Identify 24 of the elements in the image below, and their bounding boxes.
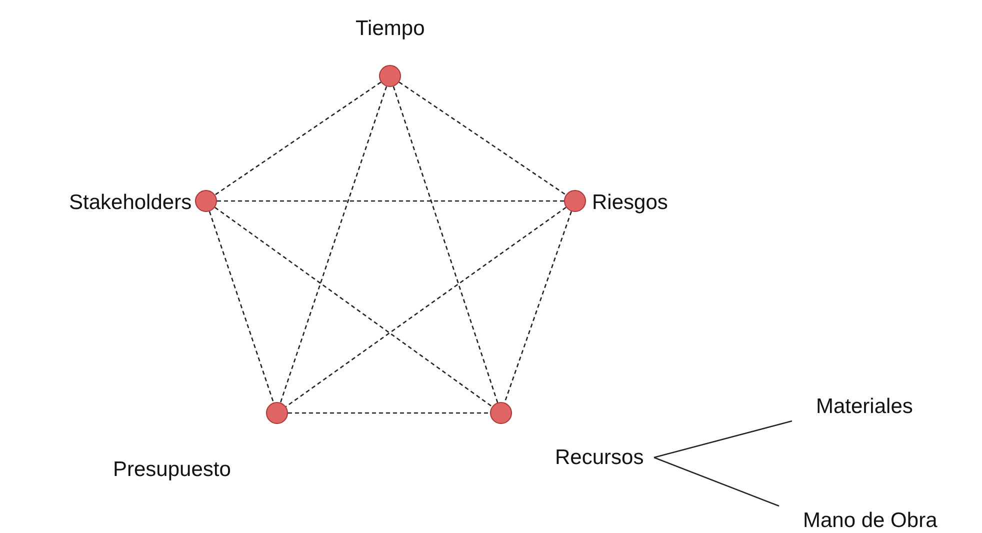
- vertex-dot: [195, 190, 217, 212]
- dashed-line: [208, 211, 274, 403]
- vertex-dot: [564, 190, 586, 212]
- node-label: Presupuesto: [113, 457, 231, 482]
- vertex-dot: [490, 402, 512, 424]
- dashed-line: [504, 211, 572, 403]
- dashed-line: [286, 206, 566, 408]
- dashed-line: [392, 86, 498, 403]
- dashed-line: [214, 82, 382, 196]
- node-label: Stakeholders: [69, 190, 192, 216]
- dashed-line: [214, 206, 492, 408]
- vertex-dot: [266, 402, 288, 424]
- dashed-line: [288, 412, 490, 414]
- node-label: Recursos: [555, 445, 644, 470]
- dashed-line: [398, 82, 566, 196]
- vertex-dot: [379, 65, 401, 87]
- node-label: Mano de Obra: [803, 508, 938, 533]
- node-label: Tiempo: [356, 16, 425, 42]
- bracket-line: [654, 420, 792, 458]
- node-label: Materiales: [816, 394, 913, 420]
- node-label: Riesgos: [592, 190, 668, 216]
- dashed-line: [280, 86, 388, 403]
- bracket-line: [654, 456, 780, 507]
- dashed-line: [217, 200, 564, 202]
